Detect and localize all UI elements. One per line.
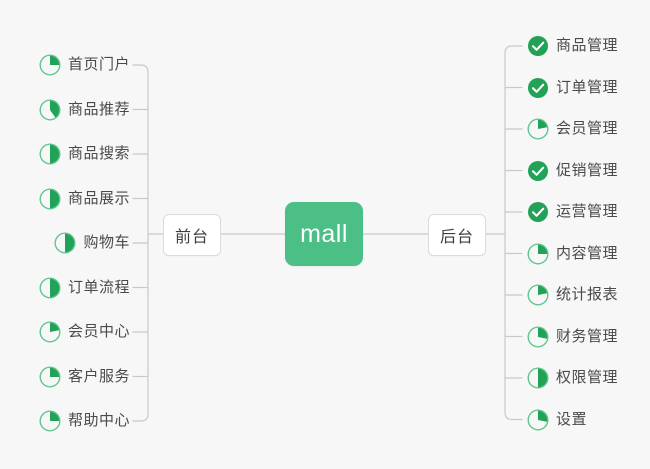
pie-progress-icon	[527, 284, 549, 306]
node-root-mall-label: mall	[300, 219, 348, 248]
mindmap-leaf-back-1[interactable]: 商品管理	[527, 31, 618, 61]
connector-segment	[132, 64, 149, 73]
pie-progress-icon	[39, 276, 61, 299]
mindmap-leaf-back-8[interactable]: 财务管理	[527, 322, 618, 352]
node-root-mall[interactable]: mall	[285, 202, 363, 266]
mindmap-leaf-front-3[interactable]: 商品搜索	[0, 139, 130, 169]
check-circle-icon	[527, 160, 549, 182]
check-circle-icon	[527, 35, 549, 57]
mindmap-leaf-front-8[interactable]: 客户服务	[0, 362, 130, 392]
node-front-office-label: 前台	[174, 229, 209, 246]
pie-progress-icon	[39, 54, 61, 76]
mindmap-leaf-label: 统计报表	[556, 286, 619, 303]
mindmap-leaf-label: 首页门户	[67, 56, 130, 73]
mindmap-leaf-back-9[interactable]: 权限管理	[527, 363, 618, 393]
mindmap-leaf-label: 设置	[556, 410, 588, 428]
mindmap-leaf-label: 促销管理	[556, 161, 619, 179]
mindmap-leaf-label: 订单管理	[556, 78, 619, 96]
pie-progress-icon	[527, 367, 549, 389]
node-back-office[interactable]: 后台	[428, 214, 486, 256]
pie-progress-icon	[39, 321, 61, 343]
mindmap-leaf-label: 权限管理	[556, 369, 619, 386]
mindmap-leaf-back-3[interactable]: 会员管理	[527, 114, 618, 144]
mindmap-leaf-label: 订单流程	[67, 278, 130, 296]
connector-segment	[504, 45, 523, 54]
node-back-office-label: 后台	[439, 229, 474, 246]
check-circle-icon	[527, 77, 549, 99]
mindmap-leaf-front-5[interactable]: 购物车	[0, 228, 130, 258]
mindmap-leaf-front-9[interactable]: 帮助中心	[0, 406, 130, 436]
pie-progress-icon	[527, 408, 549, 431]
mindmap-leaf-label: 购物车	[83, 234, 130, 251]
mindmap-leaf-front-6[interactable]: 订单流程	[0, 273, 130, 303]
mindmap-leaf-front-4[interactable]: 商品展示	[0, 184, 130, 214]
mindmap-leaf-front-1[interactable]: 首页门户	[0, 50, 130, 80]
mindmap-leaf-label: 帮助中心	[67, 412, 130, 429]
mindmap-leaf-label: 会员中心	[67, 323, 130, 340]
mindmap-leaf-label: 运营管理	[556, 203, 619, 220]
mindmap-leaf-label: 会员管理	[556, 120, 619, 137]
mindmap-leaf-label: 商品展示	[67, 189, 130, 207]
mindmap-leaf-label: 客户服务	[67, 367, 130, 385]
check-circle-icon	[527, 201, 549, 223]
mindmap-leaf-back-4[interactable]: 促销管理	[527, 156, 618, 186]
connector-segment	[132, 413, 149, 422]
mindmap-leaf-label: 商品搜索	[67, 145, 130, 162]
mindmap-leaf-label: 内容管理	[556, 244, 619, 262]
node-front-office[interactable]: 前台	[163, 214, 221, 256]
connector-segment	[504, 411, 523, 421]
mindmap-leaf-back-7[interactable]: 统计报表	[527, 280, 618, 310]
mindmap-leaf-label: 财务管理	[556, 327, 619, 345]
pie-progress-icon	[39, 98, 61, 121]
mindmap-leaf-back-6[interactable]: 内容管理	[527, 239, 618, 269]
pie-progress-icon	[39, 365, 61, 388]
pie-progress-icon	[527, 242, 549, 265]
pie-progress-icon	[39, 143, 61, 165]
mindmap-leaf-front-7[interactable]: 会员中心	[0, 317, 130, 347]
mindmap-leaf-back-2[interactable]: 订单管理	[527, 73, 618, 103]
mindmap-leaf-front-2[interactable]: 商品推荐	[0, 95, 130, 125]
mindmap-leaf-back-10[interactable]: 设置	[527, 405, 587, 435]
mindmap-leaf-label: 商品推荐	[67, 100, 130, 118]
pie-progress-icon	[39, 187, 61, 210]
pie-progress-icon	[39, 410, 61, 432]
pie-progress-icon	[527, 325, 549, 348]
mindmap-leaf-back-5[interactable]: 运营管理	[527, 197, 618, 227]
pie-progress-icon	[54, 232, 76, 254]
mindmap-leaf-label: 商品管理	[556, 37, 619, 54]
pie-progress-icon	[527, 118, 549, 140]
